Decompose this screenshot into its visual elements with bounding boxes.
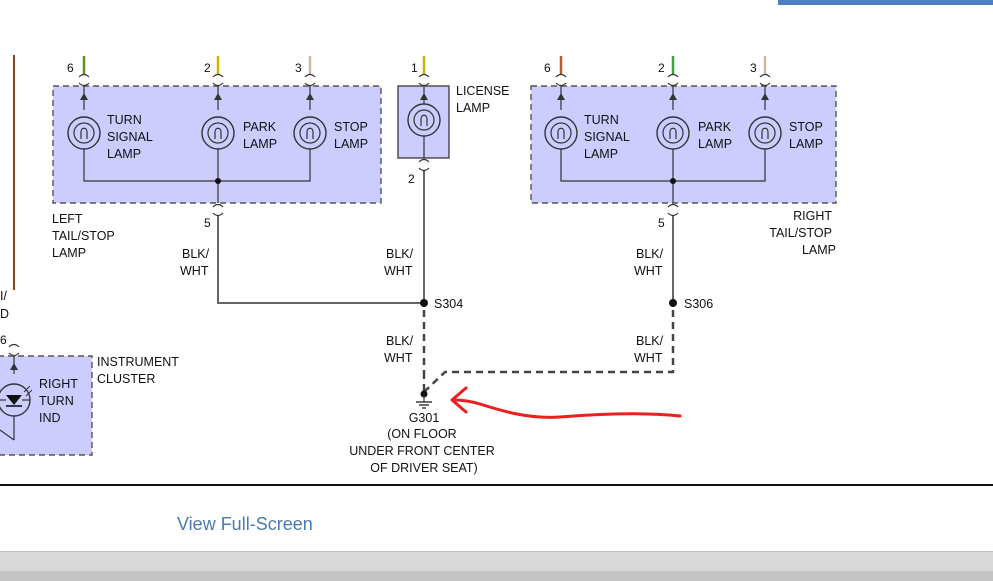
splice-icon — [420, 299, 428, 307]
connector-icon — [212, 73, 224, 87]
wire-color-label: WHT — [384, 264, 413, 278]
connector-icon — [418, 73, 430, 87]
indicator-label: TURN — [39, 394, 74, 408]
license-lamp-label: LICENSE — [456, 84, 510, 98]
assembly-name: TAIL/STOP — [52, 229, 115, 243]
turn-lamp-label: SIGNAL — [584, 130, 630, 144]
connector-icon — [418, 158, 430, 172]
wire-color-label: WHT — [634, 351, 663, 365]
wire-color-label: BLK/ — [386, 247, 414, 261]
pin-label: 3 — [295, 61, 302, 75]
right-tail-stop-lamp: 6 2 3 TURN SIGNAL LAMP PARK LAMP STOP LA… — [530, 56, 837, 257]
turn-lamp-label: TURN — [107, 113, 142, 127]
wire-color-label: BLK/ — [636, 334, 664, 348]
ground-location: UNDER FRONT CENTER — [349, 444, 495, 458]
turn-lamp-label: SIGNAL — [107, 130, 153, 144]
cutoff-label: I/ — [0, 289, 7, 303]
bottom-bar — [0, 551, 993, 581]
cluster-name: CLUSTER — [97, 372, 155, 386]
ground-location: (ON FLOOR — [387, 427, 456, 441]
stop-lamp-label: STOP — [789, 120, 823, 134]
wire-color-label: BLK/ — [182, 247, 210, 261]
pin-label: 2 — [408, 172, 415, 186]
indicator-label: IND — [39, 411, 61, 425]
bottom-bar-edge — [0, 571, 993, 581]
park-lamp-label: PARK — [698, 120, 732, 134]
assembly-name: LAMP — [52, 246, 86, 260]
wire-color-label: WHT — [634, 264, 663, 278]
splice-icon — [669, 299, 677, 307]
connector-icon — [8, 343, 20, 357]
splice-label-s304: S304 — [434, 297, 463, 311]
turn-lamp-label: LAMP — [584, 147, 618, 161]
turn-lamp-label: LAMP — [107, 147, 141, 161]
divider — [0, 484, 993, 486]
instrument-cluster: 6 RIGHT TURN IND INSTRUMENT CLUSTER — [0, 333, 179, 456]
pin-label: 2 — [658, 61, 665, 75]
assembly-name: LAMP — [802, 243, 836, 257]
ground-location: OF DRIVER SEAT) — [370, 461, 477, 475]
connector-icon — [667, 73, 679, 87]
pin-label: 6 — [0, 333, 7, 347]
pin-label: 6 — [544, 61, 551, 75]
connector-icon — [667, 203, 679, 217]
connector-icon — [759, 73, 771, 87]
annotation-arrow — [450, 386, 682, 419]
stop-lamp-label: LAMP — [789, 137, 823, 151]
assembly-name: TAIL/STOP — [769, 226, 832, 240]
connector-icon — [212, 203, 224, 217]
stop-lamp-label: STOP — [334, 120, 368, 134]
wiring-diagram: I/ D 6 2 3 TURN SIGNAL LAMP PARK LAMP ST… — [0, 55, 837, 475]
pin-label: 3 — [750, 61, 757, 75]
stop-lamp-label: LAMP — [334, 137, 368, 151]
connector-icon — [555, 73, 567, 87]
assembly-name: LEFT — [52, 212, 83, 226]
cutoff-label: D — [0, 307, 9, 321]
indicator-label: RIGHT — [39, 377, 78, 391]
pin-label: 5 — [658, 216, 665, 230]
license-lamp: 1 LICENSE LAMP — [397, 56, 510, 159]
ground-label: G301 — [409, 411, 440, 425]
view-full-screen-link[interactable]: View Full-Screen — [177, 514, 313, 534]
park-lamp-label: LAMP — [698, 137, 732, 151]
splice-label-s306: S306 — [684, 297, 713, 311]
wire-color-label: WHT — [180, 264, 209, 278]
license-lamp-label: LAMP — [456, 101, 490, 115]
pin-label: 5 — [204, 216, 211, 230]
pin-label: 6 — [67, 61, 74, 75]
left-tail-stop-lamp: 6 2 3 TURN SIGNAL LAMP PARK LAMP STOP LA… — [52, 56, 382, 260]
turn-lamp-label: TURN — [584, 113, 619, 127]
cluster-name: INSTRUMENT — [97, 355, 179, 369]
park-lamp-label: LAMP — [243, 137, 277, 151]
connector-icon — [78, 73, 90, 87]
connector-icon — [304, 73, 316, 87]
ground-icon — [416, 372, 432, 409]
pin-label: 1 — [411, 61, 418, 75]
top-nav-button[interactable] — [778, 0, 993, 5]
assembly-name: RIGHT — [793, 209, 832, 223]
pin-label: 2 — [204, 61, 211, 75]
wire-color-label: BLK/ — [386, 334, 414, 348]
park-lamp-label: PARK — [243, 120, 277, 134]
wire-color-label: WHT — [384, 351, 413, 365]
wire-color-label: BLK/ — [636, 247, 664, 261]
